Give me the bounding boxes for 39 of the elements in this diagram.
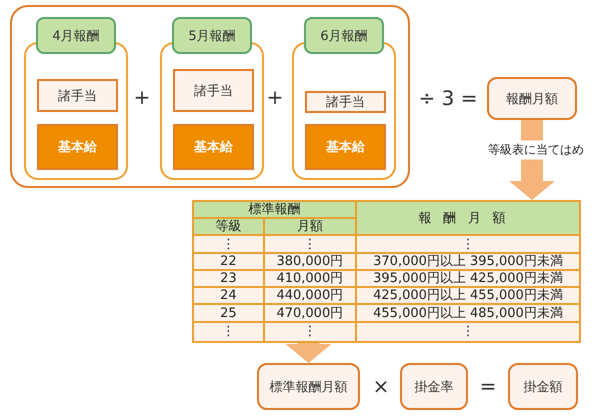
table-cell: 25: [193, 304, 264, 322]
base-salary-box: 基本給: [305, 124, 386, 170]
base-salary-box: 基本給: [37, 124, 118, 170]
operator-sign: =: [480, 374, 496, 398]
operator-sign: +: [134, 85, 150, 109]
allowance-box: 諸手当: [305, 91, 386, 113]
table-cell: ⋮: [193, 235, 264, 253]
month-tab: 6月報酬: [304, 17, 384, 54]
result-box: 掛金額: [508, 363, 578, 410]
month-card: [24, 42, 128, 180]
month-card: [160, 42, 264, 180]
grade-table: [192, 200, 581, 343]
table-cell: 425,000円以上 455,000円未満: [356, 287, 580, 304]
table-header: 報酬月額: [356, 201, 580, 236]
table-cell: 440,000円: [264, 287, 356, 304]
allowance-box: 諸手当: [37, 79, 118, 112]
arrow: [509, 120, 555, 200]
table-cell: ⋮: [356, 235, 580, 253]
table-cell: 455,000円以上 485,000円未満: [356, 304, 580, 322]
table-cell: 470,000円: [264, 304, 356, 322]
operator-sign: ÷ 3 =: [418, 86, 478, 110]
result-box: 報酬月額: [487, 77, 577, 120]
arrow: [286, 343, 332, 363]
table-header: 月額: [264, 218, 356, 236]
operator-sign: ×: [372, 374, 390, 398]
result-box: 掛金率: [400, 363, 468, 410]
table-cell: 24: [193, 287, 264, 304]
month-tab: 4月報酬: [36, 17, 116, 54]
month-tab: 5月報酬: [172, 17, 252, 54]
table-header: 等級: [193, 218, 264, 236]
base-salary-box: 基本給: [173, 124, 254, 170]
table-header: 標準報酬: [193, 201, 356, 218]
operator-sign: +: [266, 85, 284, 109]
table-cell: ⋮: [193, 322, 264, 342]
group-frame: [10, 5, 410, 188]
table-cell: ⋮: [264, 235, 356, 253]
allowance-box: 諸手当: [173, 69, 254, 112]
result-box: 標準報酬月額: [257, 363, 360, 410]
month-card: [292, 42, 396, 180]
